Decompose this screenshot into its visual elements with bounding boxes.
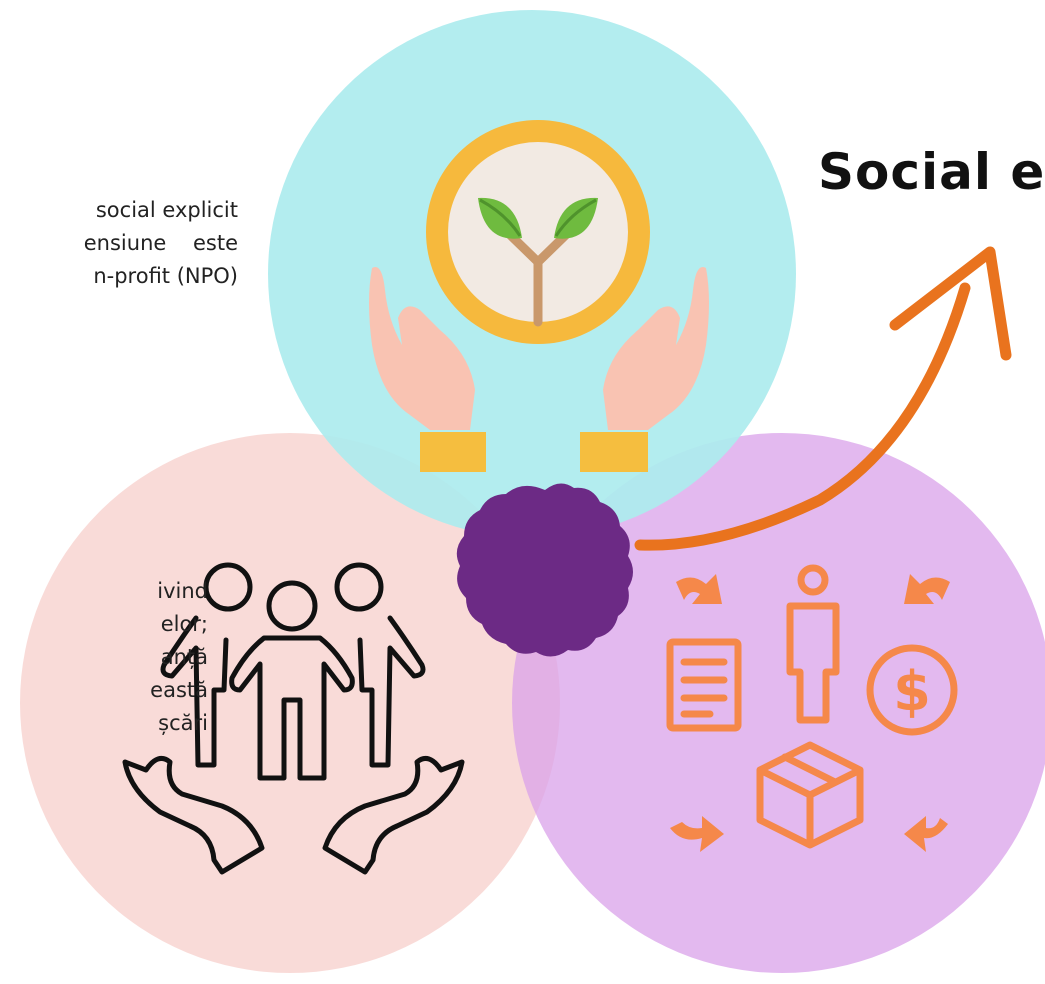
text-block-bottom: ivind elor; anță eastă șcări — [0, 575, 208, 740]
text-line: n-profit (NPO) — [93, 264, 238, 288]
center-badge — [456, 483, 633, 657]
text-line: ivind — [157, 579, 208, 603]
text-line: eastă — [150, 678, 208, 702]
text-line: social explicit — [95, 198, 238, 222]
text-line: anță — [160, 645, 208, 669]
upward-curved-arrow-icon — [634, 246, 1012, 551]
heading-social: Social e — [818, 143, 1045, 201]
cycle-arrows-icon — [670, 574, 950, 852]
hands-holding-people-icon — [122, 562, 465, 875]
svg-text:$: $ — [893, 660, 931, 723]
text-line: șcări — [158, 711, 208, 735]
text-line: elor; — [160, 612, 208, 636]
hands-holding-plant-icon — [369, 120, 709, 472]
business-cycle-icon: $ — [666, 564, 958, 849]
text-line: ensiune este — [83, 231, 238, 255]
text-block-top: social explicit ensiune este n-profit (N… — [0, 194, 238, 293]
